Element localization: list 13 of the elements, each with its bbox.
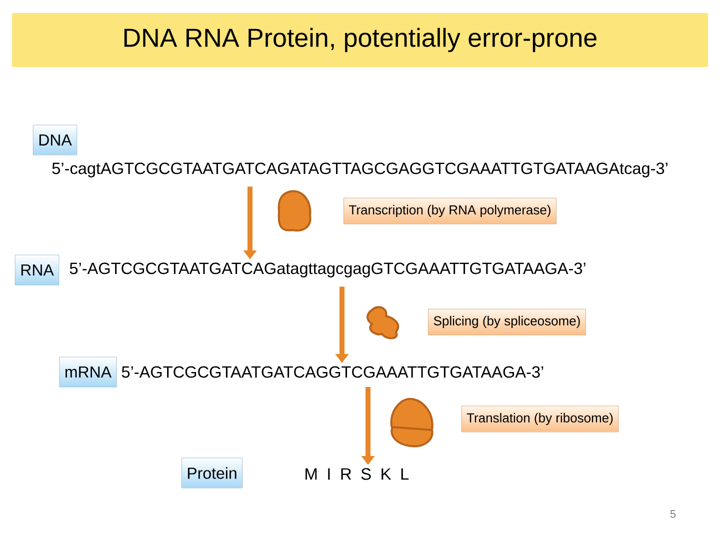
label-box: Protein <box>181 458 243 488</box>
label-box: RNA <box>14 254 60 286</box>
page-number: 5 <box>670 510 676 518</box>
sequence-text: 5’-cagtAGTCGCGTAATGATCAGATAGTTAGCGAGGTCGAAATTGTGATAAGAtcag-3’ <box>52 162 668 178</box>
sequence-text: 5’-AGTCGCGTAATGATCAGatagttagcgagGTCGAAATTGTGATAAGA-3’ <box>70 262 586 278</box>
sequence-text: M I R S K L <box>306 468 409 480</box>
sequence-text: 5’-AGTCGCGTAATGATCAGGTCGAAATTGTGATAAGA-3’ <box>122 366 544 378</box>
label-box: mRNA <box>59 356 117 388</box>
title-band: DNA RNA Protein, potentially error-prone <box>12 13 708 67</box>
label-box: DNA <box>32 124 78 156</box>
process-box: Transcription (by RNA polymerase) <box>344 198 556 224</box>
process-box: Translation (by ribosome) <box>461 406 619 432</box>
process-box: Splicing (by spliceosome) <box>428 308 586 336</box>
